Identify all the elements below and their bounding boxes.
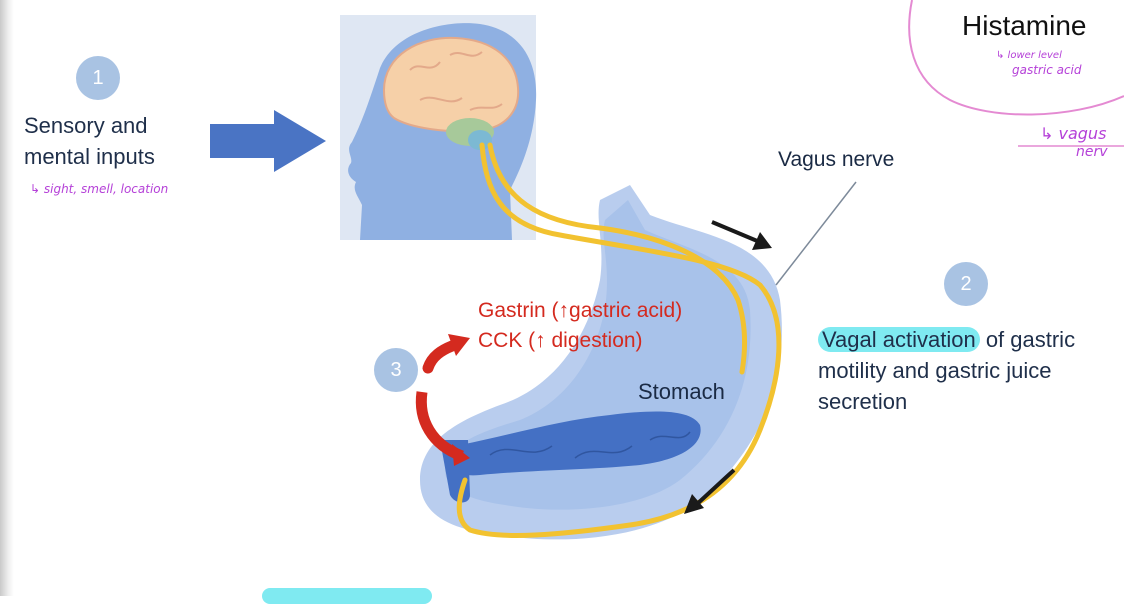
brain-folds [409, 51, 503, 111]
gastrin-label: Gastrin (↑gastric acid) [478, 299, 683, 322]
histamine-bubble [908, 0, 1124, 116]
histamine-title: Histamine [962, 10, 1087, 41]
vagus-nerve-label: Vagus nerve [778, 148, 895, 171]
arrow-down-upper-head [752, 232, 772, 250]
vagus-pointer-line [775, 181, 857, 286]
feedback-arrow-lower-head [452, 444, 470, 466]
step-1-badge: 1 [76, 56, 120, 100]
step-3-badge: 3 [374, 348, 418, 392]
step-2-label-line3: secretion [818, 389, 908, 414]
histamine-note-4: nerv [1076, 144, 1108, 160]
step-1-label-line2: mental inputs [24, 144, 155, 169]
bottom-highlight-mark [262, 588, 432, 604]
arrow-down-upper [711, 220, 763, 245]
step-2-label-rest: of gastric [979, 327, 1076, 352]
step-1-label: Sensory and mental inputs [24, 110, 155, 172]
arrow-down-lower [694, 468, 736, 507]
feedback-arrow-upper-head [448, 334, 470, 356]
histamine-note-1: ↳ lower level [996, 50, 1062, 61]
step-2-label-line1: Vagal activation of gastric [818, 324, 1075, 355]
brain [382, 36, 520, 133]
step-2-badge: 2 [944, 262, 988, 306]
vagal-activation-highlight: Vagal activation [818, 327, 980, 352]
vagus-nerve-path-2 [487, 142, 747, 375]
step-1-label-line1: Sensory and [24, 113, 148, 138]
hormone-labels: Gastrin (↑gastric acid) CCK (↑ digestion… [478, 296, 682, 356]
cck-label: CCK (↑ digestion) [478, 329, 643, 352]
step-2-label: Vagal activation of gastric motility and… [818, 324, 1075, 417]
stomach-folds [489, 431, 691, 459]
stomach-label: Stomach [638, 379, 725, 404]
step-2-label-line2: motility and gastric juice [818, 358, 1052, 383]
stomach-inner [449, 411, 701, 476]
vagus-nerve-path-1 [456, 142, 782, 538]
input-arrow [210, 110, 326, 172]
feedback-arrow-upper [422, 340, 458, 374]
arrow-down-lower-head [684, 494, 704, 514]
histamine-note-2: gastric acid [1012, 63, 1082, 77]
page-edge-shadow [0, 0, 14, 596]
histamine-note-3: ↳ vagus [1040, 124, 1107, 143]
brain-stem [468, 130, 492, 150]
step-1-handwritten-note: ↳ sight, smell, location [30, 182, 169, 196]
